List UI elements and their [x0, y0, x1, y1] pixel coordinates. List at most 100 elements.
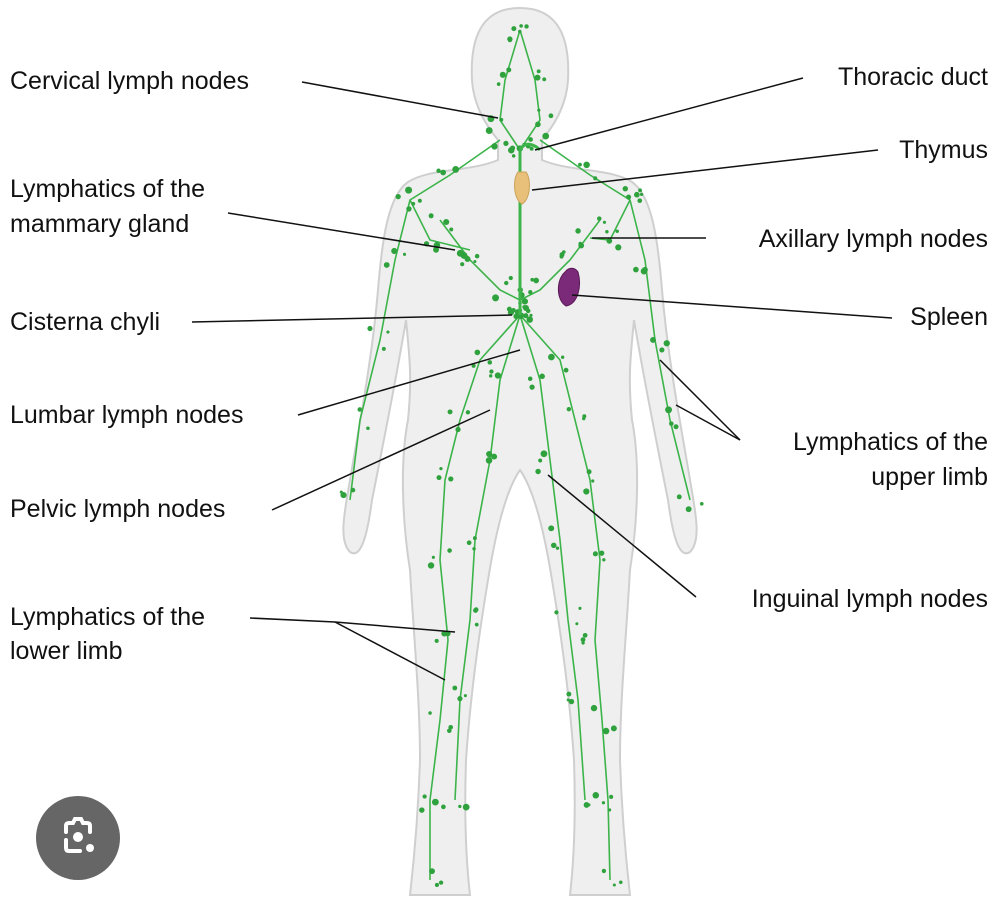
lymph-node — [582, 632, 588, 638]
lymph-node — [581, 641, 585, 645]
lymph-node — [419, 807, 425, 813]
label-cisterna-chyli: Cisterna chyli — [10, 308, 161, 336]
lymph-node — [504, 280, 509, 286]
lymph-node — [496, 82, 501, 86]
lymph-node — [511, 154, 516, 158]
lymph-node — [563, 367, 569, 373]
lymph-node — [554, 610, 559, 615]
lymph-node — [428, 711, 432, 715]
lymph-node — [583, 488, 590, 495]
label-thoracic-duct: Thoracic duct — [837, 63, 988, 91]
lymph-node — [417, 198, 422, 203]
lymph-node — [449, 227, 454, 232]
lymph-node — [473, 259, 477, 264]
google-lens-icon — [64, 817, 94, 853]
label-inguinal-lymph-nodes: Inguinal lymph nodes — [751, 585, 988, 613]
lymph-node — [699, 502, 704, 506]
lymph-node — [529, 313, 533, 317]
lymph-node — [568, 698, 575, 705]
lymph-node — [610, 725, 617, 732]
lymph-node — [625, 194, 632, 200]
lymph-node — [540, 450, 548, 458]
lymph-node — [491, 453, 498, 460]
label-lower-limb-line2: lower limb — [10, 637, 123, 665]
lymph-node — [592, 792, 600, 799]
lymph-vessel — [429, 314, 521, 880]
lymph-node — [499, 71, 506, 78]
lymph-node — [391, 247, 398, 255]
lymph-node — [539, 373, 545, 380]
lymph-node — [486, 450, 493, 458]
lymph-node — [676, 494, 682, 500]
lymph-node — [615, 244, 622, 251]
lymph-node — [436, 475, 442, 481]
lymph-node — [485, 457, 493, 464]
lymph-node — [524, 24, 529, 29]
lymph-node — [506, 67, 512, 73]
lymph-node — [608, 808, 612, 812]
lymph-node — [530, 277, 535, 282]
label-lumbar-lymph-nodes: Lumbar lymph nodes — [10, 401, 244, 429]
lymph-node — [357, 407, 362, 412]
lymph-node — [534, 74, 541, 81]
lymph-node — [605, 230, 609, 234]
lymph-vessel — [519, 314, 611, 881]
lymph-vessel — [409, 199, 471, 251]
lymph-node — [528, 137, 533, 142]
lymph-node — [434, 638, 439, 643]
lymph-node — [447, 728, 452, 734]
lymph-node — [474, 349, 481, 356]
lymph-node — [591, 479, 595, 483]
lymph-node — [452, 685, 458, 691]
lymph-node — [406, 206, 412, 212]
lymph-node — [602, 220, 607, 224]
lymph-node — [575, 622, 579, 626]
lymph-node — [447, 548, 452, 553]
lymph-node — [448, 724, 454, 730]
lymph-node — [458, 804, 462, 809]
lymph-node — [639, 192, 644, 196]
lymph-node — [535, 468, 541, 475]
lymph-node — [673, 424, 679, 430]
lymph-node — [555, 546, 560, 550]
lymph-node — [601, 868, 607, 874]
lymph-node — [472, 536, 477, 541]
lymph-node — [519, 24, 523, 28]
label-thymus: Thymus — [899, 136, 988, 164]
lymph-node — [602, 558, 606, 562]
thymus — [514, 171, 530, 205]
lymph-node — [507, 38, 512, 43]
lymph-node — [460, 262, 465, 267]
lymph-node — [456, 249, 464, 257]
lymph-node — [350, 487, 356, 493]
lymph-node — [606, 238, 613, 244]
lymph-node — [422, 794, 427, 799]
lymph-node — [528, 289, 533, 295]
lymph-node — [622, 186, 628, 192]
lymph-node — [583, 161, 590, 169]
lymph-node — [462, 803, 470, 811]
lymph-node — [436, 168, 441, 173]
lymph-node — [548, 113, 554, 119]
lymph-node — [609, 794, 614, 799]
lymph-node — [638, 188, 642, 193]
lymph-node — [583, 802, 590, 808]
lymph-node — [537, 108, 541, 112]
lymph-node — [508, 147, 515, 154]
lymph-node — [508, 309, 512, 314]
lymph-node — [560, 355, 565, 359]
lymph-node — [566, 691, 572, 697]
lymph-node — [472, 547, 476, 551]
label-spleen: Spleen — [910, 303, 988, 331]
lymph-node — [381, 346, 386, 351]
lymph-node — [633, 266, 639, 273]
lymph-node — [550, 542, 557, 549]
lymph-node — [448, 476, 454, 482]
lymph-node — [492, 294, 500, 302]
lymph-node — [578, 606, 582, 610]
label-lower-limb-line1: Lymphatics of the — [10, 603, 206, 631]
google-lens-button[interactable] — [36, 796, 120, 880]
lymph-node — [439, 467, 443, 471]
